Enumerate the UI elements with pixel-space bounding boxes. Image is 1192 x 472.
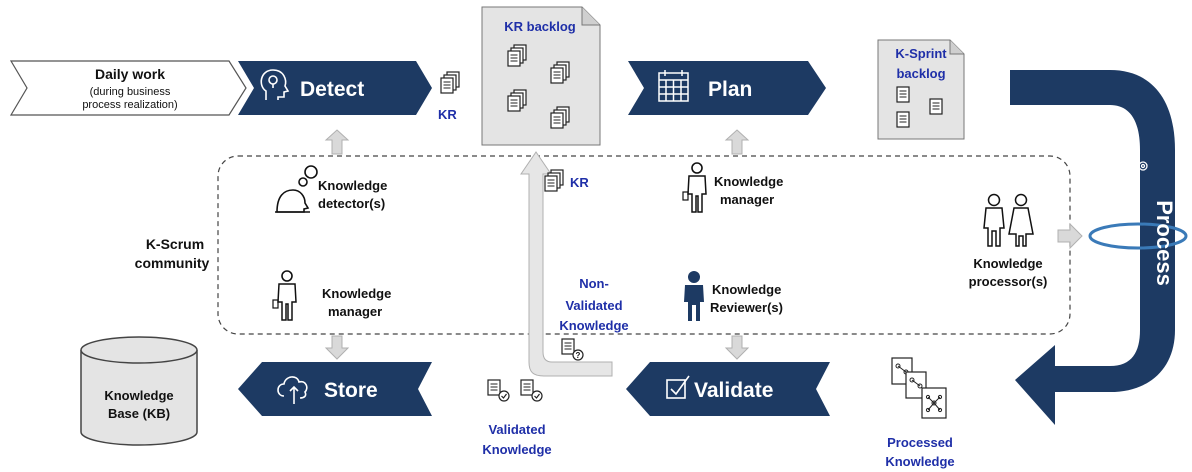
kr-backlog-doc-icon [551, 62, 569, 83]
kr-backlog-doc-icon [508, 45, 526, 66]
process-loop: Process [1010, 70, 1188, 425]
manager-top-label-1: Knowledge [714, 174, 783, 189]
kr-up-doc-icon [545, 170, 563, 191]
ksprint-backlog: K-Sprint backlog [877, 39, 965, 140]
kb-label-1: Knowledge [104, 388, 173, 403]
lightbulb-head-icon [260, 69, 290, 100]
kr-backlog: KR backlog [481, 6, 601, 146]
validated-label-2: Knowledge [482, 442, 551, 457]
processed-label-1: Processed [887, 435, 953, 450]
ksprint-doc-icon [896, 111, 910, 128]
gears-icon [1124, 161, 1148, 185]
process-right-arrow [1057, 222, 1083, 250]
knowledge-detector-icon [275, 165, 318, 213]
store-label: Store [324, 379, 378, 402]
validate-label: Validate [694, 379, 773, 402]
knowledge-processor-icon [983, 193, 1034, 247]
return-arrow [520, 151, 613, 377]
kr-backlog-title: KR backlog [504, 19, 576, 34]
community-label-1: K-Scrum [146, 236, 204, 252]
community-label-2: community [135, 255, 210, 271]
validated-label-1: Validated [488, 422, 545, 437]
non-validated-label-2: Validated [565, 298, 622, 313]
knowledge-manager-icon [682, 162, 707, 213]
kr-label: KR [438, 107, 457, 122]
detector-label-1: Knowledge [318, 178, 387, 193]
plan-up-arrow [724, 129, 750, 155]
kb-label-2: Base (KB) [108, 406, 170, 421]
plan-label: Plan [708, 78, 752, 101]
detect-label: Detect [300, 78, 364, 101]
reviewer-label-2: Reviewer(s) [710, 300, 783, 315]
processor-label-1: Knowledge [973, 256, 1042, 271]
ksprint-title-2: backlog [896, 66, 945, 81]
checkbox-icon [666, 375, 690, 399]
detector-label-2: detector(s) [318, 196, 385, 211]
cloud-upload-icon [277, 376, 308, 404]
processor-label-2: processor(s) [969, 274, 1048, 289]
validated-doc-icon [487, 379, 543, 402]
calendar-icon [658, 70, 689, 102]
manager-top-label-2: manager [720, 192, 774, 207]
detect-phase: Detect [238, 61, 432, 115]
manager-bottom-label-2: manager [328, 304, 382, 319]
daily-work-sub2: process realization) [82, 99, 177, 111]
store-down-arrow [324, 335, 350, 360]
process-label: Process [1152, 200, 1177, 286]
ksprint-title-1: K-Sprint [895, 46, 947, 61]
non-validated-label-1: Non- [579, 276, 609, 291]
knowledge-base-cylinder: Knowledge Base (KB) [80, 336, 198, 446]
non-validated-doc-icon: ? [561, 338, 584, 361]
processed-label-2: Knowledge [885, 454, 954, 469]
kr-backlog-doc-icon [508, 90, 526, 111]
knowledge-reviewer-icon [684, 271, 704, 321]
reviewer-label-1: Knowledge [712, 282, 781, 297]
kr-backlog-doc-icon [551, 107, 569, 128]
daily-work-sub1: (during business [90, 86, 171, 98]
daily-work-title: Daily work [95, 66, 165, 82]
kr-label-up: KR [570, 175, 589, 190]
validate-down-arrow [724, 335, 750, 360]
ksprint-doc-icon [929, 98, 943, 115]
non-validated-label-3: Knowledge [559, 318, 628, 333]
manager-bottom-label-1: Knowledge [322, 286, 391, 301]
daily-work-box: Daily work (during business process real… [9, 60, 247, 116]
ksprint-doc-icon [896, 86, 910, 103]
plan-phase: Plan [628, 61, 826, 115]
store-phase: Store [238, 362, 432, 416]
validate-phase: Validate [626, 362, 830, 416]
kr-doc-icon [441, 72, 459, 93]
knowledge-manager-icon [272, 270, 297, 321]
svg-text:?: ? [576, 351, 581, 360]
processed-knowledge-icon [891, 357, 947, 419]
detect-up-arrow [324, 129, 350, 155]
